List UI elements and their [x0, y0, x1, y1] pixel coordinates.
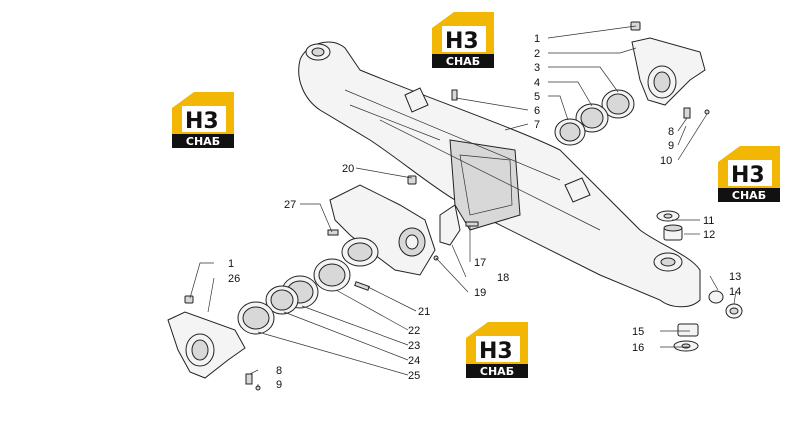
callout-3: 3 — [534, 62, 540, 74]
brand-logo: H3 СНАБ — [432, 12, 494, 68]
callout-2: 2 — [534, 48, 540, 60]
logo-mark: H3 — [185, 109, 219, 134]
callout-25: 25 — [408, 370, 420, 382]
left-hub — [167, 295, 261, 391]
brand-logo: H3 СНАБ — [718, 146, 780, 202]
callout-26: 26 — [228, 273, 240, 285]
callout-23: 23 — [408, 340, 420, 352]
leader-lines — [189, 25, 737, 387]
callout-9-top: 9 — [668, 140, 674, 152]
callout-14: 14 — [729, 286, 741, 298]
callout-7: 7 — [534, 119, 540, 131]
logo-brand: СНАБ — [186, 135, 220, 148]
callout-6: 6 — [534, 105, 540, 117]
callout-17: 17 — [474, 257, 486, 269]
callout-16: 16 — [632, 342, 644, 354]
callout-15: 15 — [632, 326, 644, 338]
callout-21: 21 — [418, 306, 430, 318]
logo-mark: H3 — [445, 29, 479, 54]
callout-9-left: 9 — [276, 379, 282, 391]
callout-8-left: 8 — [276, 365, 282, 377]
callout-19: 19 — [474, 287, 486, 299]
callout-11: 11 — [703, 215, 714, 227]
brand-logo: H3 СНАБ — [466, 322, 528, 378]
callout-27: 27 — [284, 199, 296, 211]
callout-4: 4 — [534, 77, 540, 89]
logo-brand: СНАБ — [480, 365, 514, 378]
left-ring-stack — [237, 258, 351, 335]
callout-22: 22 — [408, 325, 420, 337]
callout-1-left: 1 — [228, 258, 234, 270]
top-right-hub — [451, 21, 710, 146]
center-knuckle — [327, 175, 479, 291]
callout-20: 20 — [342, 163, 354, 175]
callout-18: 18 — [497, 272, 509, 284]
axle-housing — [298, 41, 701, 308]
brand-logo: H3 СНАБ — [172, 92, 234, 148]
callout-5: 5 — [534, 91, 540, 103]
callout-labels: 1 2 3 4 5 6 7 8 9 10 11 12 13 14 15 16 1… — [228, 33, 741, 391]
callout-10: 10 — [660, 155, 672, 167]
callout-13: 13 — [729, 271, 741, 283]
callout-12: 12 — [703, 229, 715, 241]
callout-8-top: 8 — [668, 126, 674, 138]
logo-mark: H3 — [731, 163, 765, 188]
callout-1-top: 1 — [534, 33, 540, 45]
logo-brand: СНАБ — [732, 189, 766, 202]
logo-brand: СНАБ — [446, 55, 480, 68]
callout-24: 24 — [408, 355, 420, 367]
logo-mark: H3 — [479, 339, 513, 364]
